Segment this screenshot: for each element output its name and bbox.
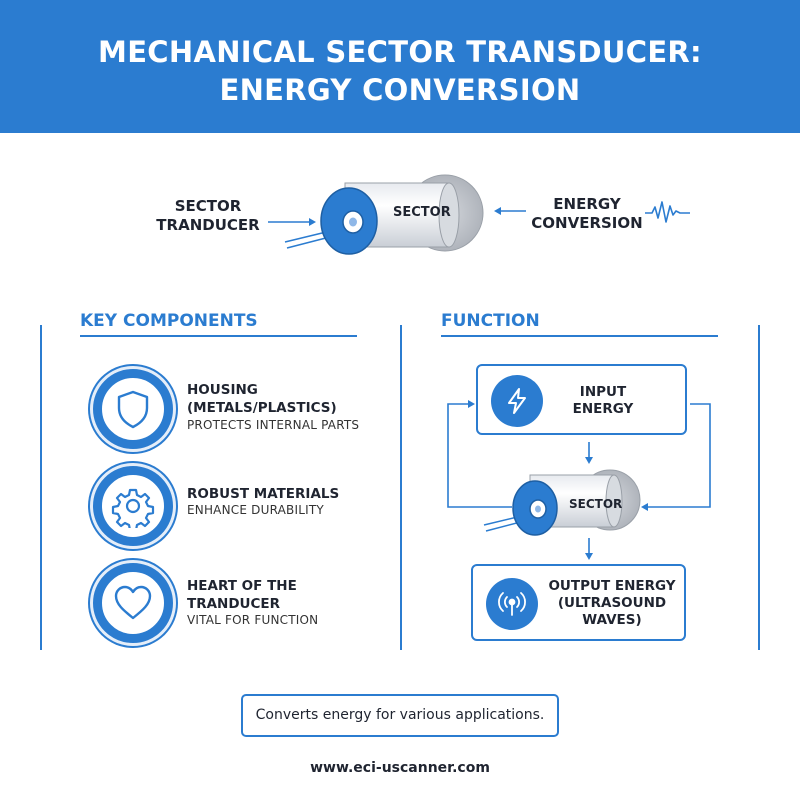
input-energy-box: INPUT ENERGY xyxy=(476,364,687,435)
heart-title-line1: HEART OF THE xyxy=(187,578,297,594)
heart-icon-circle xyxy=(90,560,176,646)
output-energy-line1: OUTPUT ENERGY xyxy=(548,578,676,594)
page-title-line2: ENERGY CONVERSION xyxy=(219,73,581,107)
input-icon-circle xyxy=(491,375,543,427)
arrow-left-icon xyxy=(494,207,526,215)
output-energy-line2: (ULTRASOUND xyxy=(557,595,667,611)
ultrasound-wave-icon xyxy=(498,592,526,616)
materials-icon-circle xyxy=(90,463,176,549)
input-energy-label: INPUT ENERGY xyxy=(558,384,648,418)
sector-transducer-label: SECTOR TRANDUCER xyxy=(148,197,268,235)
pulse-wave-icon xyxy=(645,201,690,223)
energy-conversion-label-line1: ENERGY xyxy=(553,195,621,213)
output-energy-box: OUTPUT ENERGY (ULTRASOUND WAVES) xyxy=(471,564,686,641)
materials-subtitle: ENHANCE DURABILITY xyxy=(187,503,324,517)
right-divider xyxy=(758,325,760,650)
energy-conversion-label: ENERGY CONVERSION xyxy=(530,195,644,233)
arrow-right-icon xyxy=(268,218,316,226)
materials-title: ROBUST MATERIALS xyxy=(187,486,340,502)
heart-icon-inner xyxy=(100,570,166,636)
function-transducer-illustration xyxy=(483,469,641,536)
header-banner: MECHANICAL SECTOR TRANSDUCER: ENERGY CON… xyxy=(0,0,800,133)
key-components-rule xyxy=(80,335,357,337)
shield-icon xyxy=(117,390,149,429)
output-energy-line3: WAVES) xyxy=(582,612,642,628)
energy-conversion-label-line2: CONVERSION xyxy=(531,214,643,232)
function-title: FUNCTION xyxy=(441,311,540,331)
top-transducer-illustration xyxy=(268,174,484,255)
heart-icon xyxy=(114,585,152,620)
page-title-line1: MECHANICAL SECTOR TRANSDUCER: xyxy=(98,35,702,69)
heart-subtitle: VITAL FOR FUNCTION xyxy=(187,613,319,627)
housing-title: HOUSING (METALS/PLASTICS) xyxy=(187,381,337,417)
housing-icon-inner xyxy=(100,376,166,442)
housing-title-line1: HOUSING xyxy=(187,382,258,398)
housing-title-line2: (METALS/PLASTICS) xyxy=(187,400,337,416)
housing-subtitle: PROTECTS INTERNAL PARTS xyxy=(187,418,360,432)
gear-icon xyxy=(111,488,155,528)
left-divider xyxy=(40,325,42,650)
footer-caption: Converts energy for various applications… xyxy=(241,694,559,737)
heart-title-line2: TRANDUCER xyxy=(187,596,281,612)
heart-title: HEART OF THE TRANDUCER xyxy=(187,577,297,613)
function-rule xyxy=(441,335,718,337)
input-energy-line2: ENERGY xyxy=(572,401,634,417)
center-divider xyxy=(400,325,402,650)
housing-icon-circle xyxy=(90,366,176,452)
flow-connectors xyxy=(447,400,711,560)
output-energy-label: OUTPUT ENERGY (ULTRASOUND WAVES) xyxy=(547,578,677,629)
input-energy-line1: INPUT xyxy=(579,384,627,400)
lightning-icon xyxy=(508,388,526,414)
footer-url: www.eci-uscanner.com xyxy=(310,760,490,776)
materials-icon-inner xyxy=(100,473,166,539)
output-icon-circle xyxy=(486,578,538,630)
function-device-label: SECTOR xyxy=(569,497,623,511)
top-device-label: SECTOR xyxy=(393,205,451,220)
sector-transducer-label-line2: TRANDUCER xyxy=(156,216,260,234)
sector-transducer-label-line1: SECTOR xyxy=(174,197,242,215)
key-components-title: KEY COMPONENTS xyxy=(80,311,258,331)
